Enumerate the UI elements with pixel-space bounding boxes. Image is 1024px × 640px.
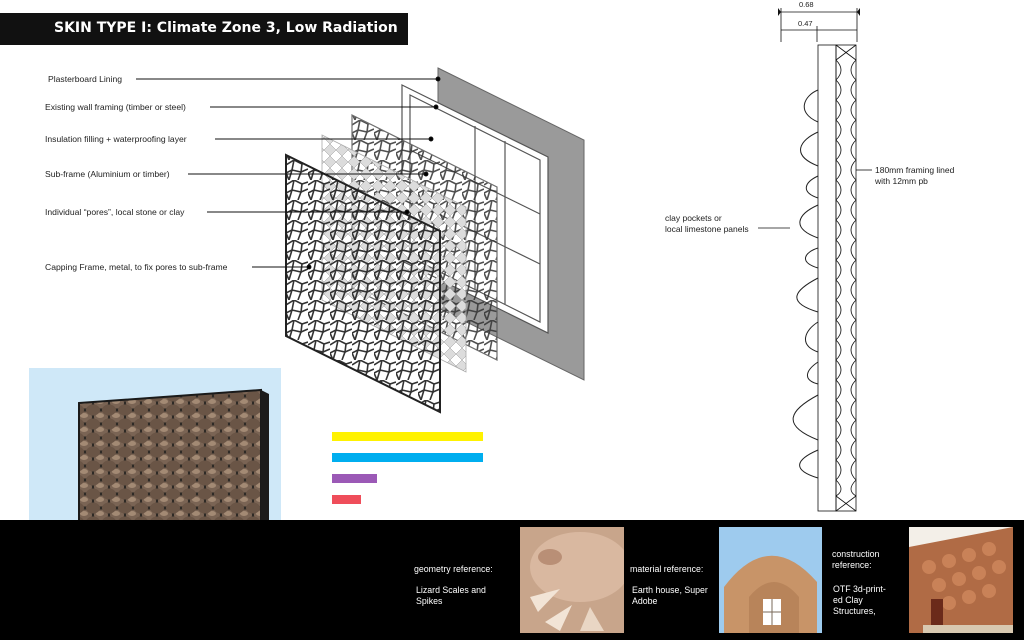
callout-plasterboard: Plasterboard Lining: [48, 74, 123, 84]
callout-wall-framing: Existing wall framing (timber or steel): [45, 102, 186, 112]
reference-footer: [0, 520, 1024, 640]
pocket-label: clay pockets or local limestone panels: [665, 213, 749, 234]
framing-label: 180mm framing lined with 12mm pb: [875, 165, 955, 186]
wall-section: [758, 8, 872, 512]
geometry-reference-heading: geometry reference:: [414, 564, 493, 574]
exploded-axonometric: [136, 67, 585, 414]
callout-capping-frame: Capping Frame, metal, to fix pores to su…: [45, 262, 228, 272]
capping-frame: [285, 153, 441, 414]
leader-lines: [136, 76, 441, 270]
dimension-outer: 0.68: [799, 0, 814, 9]
construction-reference-desc: OTF 3d-print- ed Clay Structures,: [833, 584, 886, 616]
callout-insulation: Insulation filling + waterproofing layer: [45, 134, 187, 144]
clay-structure-photo: [909, 527, 1013, 633]
legend-bar-1: [332, 432, 483, 441]
material-reference-desc: Earth house, Super Adobe: [632, 585, 708, 606]
callout-sub-frame: Sub-frame (Aluminium or timber): [45, 169, 170, 179]
dimension-inner: 0.47: [798, 19, 813, 28]
geometry-reference-desc: Lizard Scales and Spikes: [416, 585, 486, 606]
lizard-photo: [520, 527, 624, 633]
legend-bar-2: [332, 453, 483, 462]
construction-reference-heading: construction reference:: [832, 549, 880, 570]
legend-bar-4: [332, 495, 361, 504]
legend-bar-3: [332, 474, 377, 483]
page-title: SKIN TYPE I: Climate Zone 3, Low Radiati…: [54, 20, 398, 36]
material-reference-heading: material reference:: [630, 564, 704, 574]
earth-house-photo: [719, 527, 822, 633]
title-bar: SKIN TYPE I: Climate Zone 3, Low Radiati…: [0, 13, 408, 45]
callout-pores: Individual “pores”, local stone or clay: [45, 207, 185, 217]
